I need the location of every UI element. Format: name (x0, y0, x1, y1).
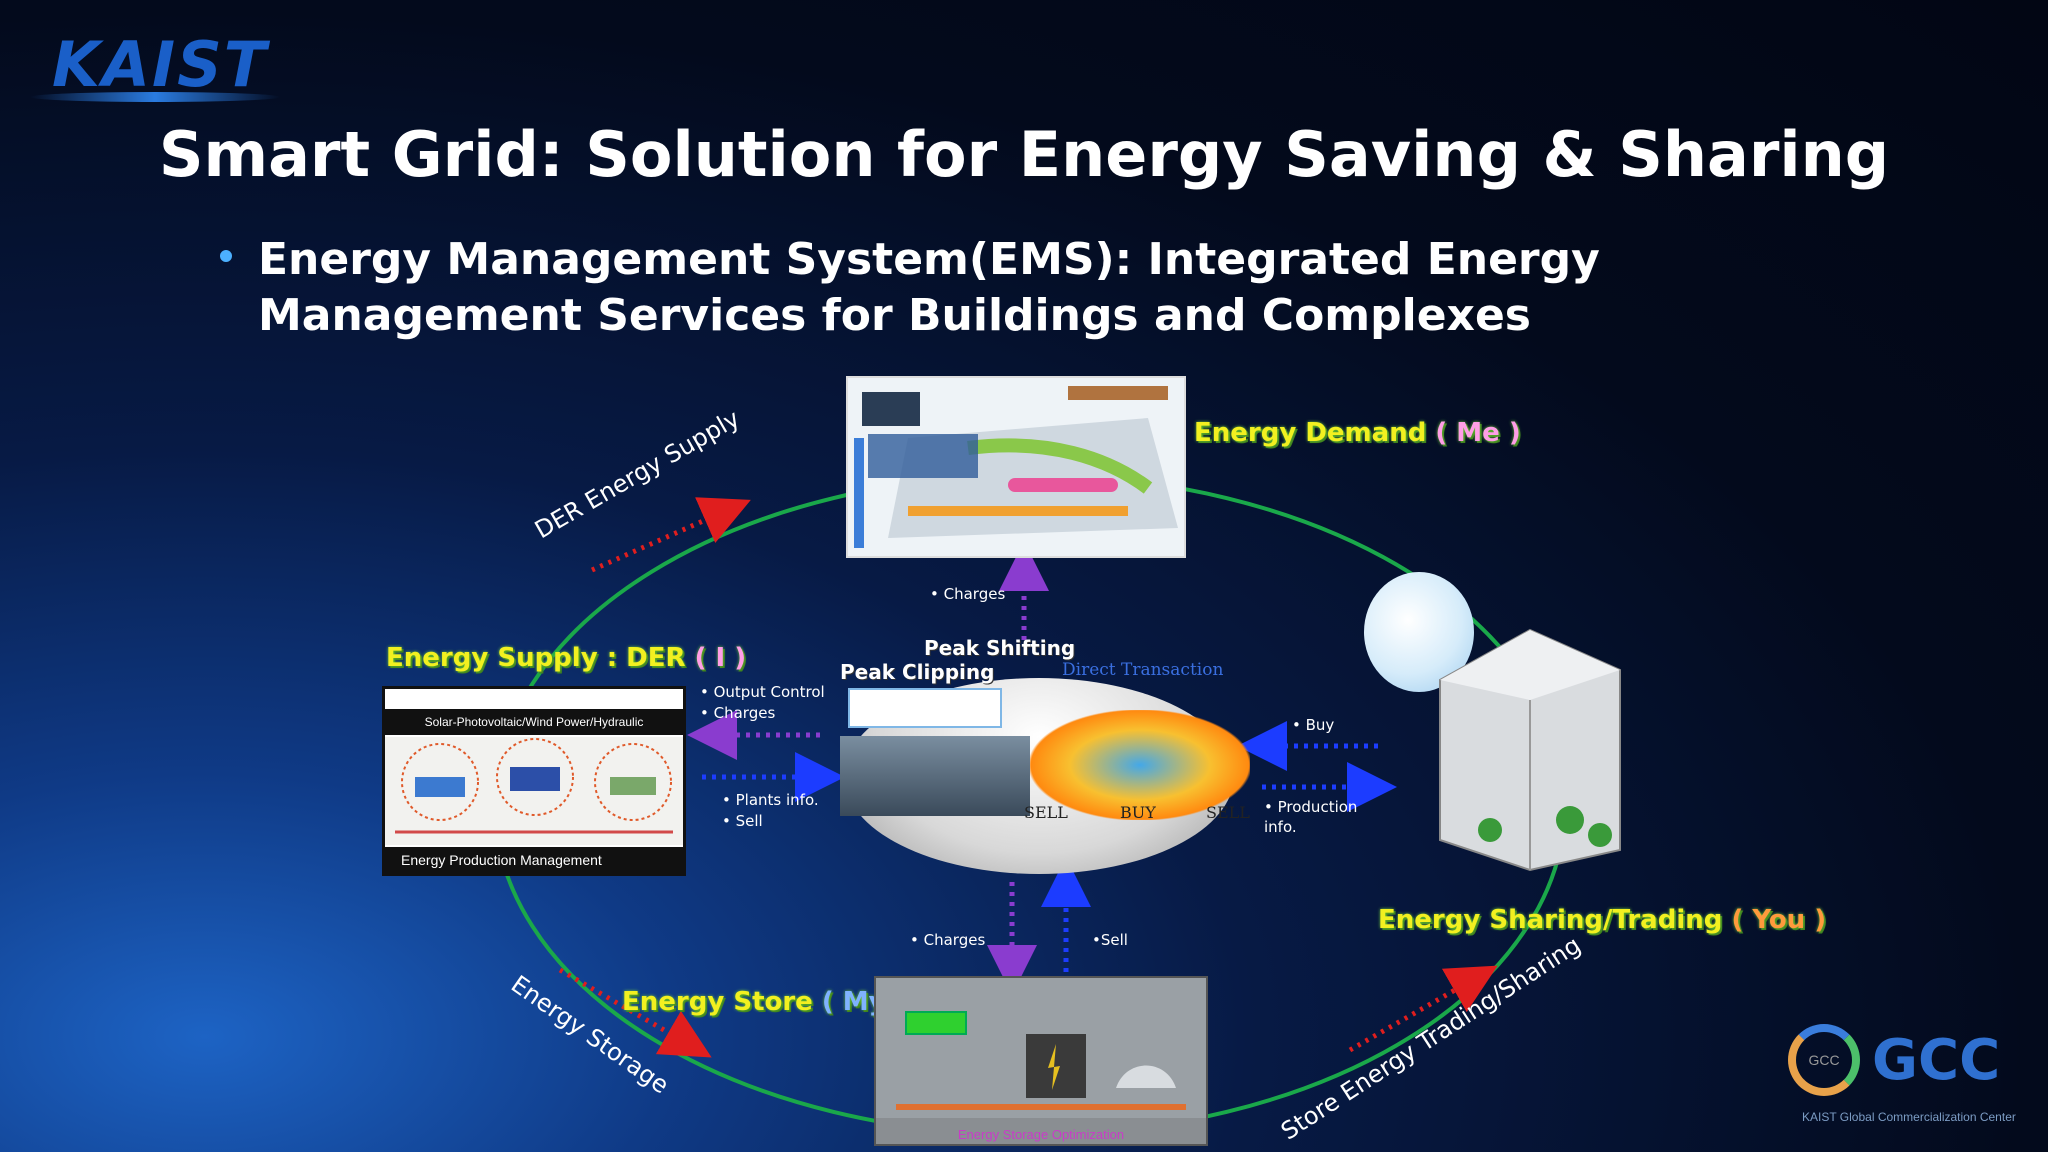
arrow-store-sharing (1348, 965, 1498, 1053)
note-buy: • Buy (1292, 716, 1335, 734)
hub-market (1030, 710, 1250, 820)
demand-label-paren: ( Me ) (1435, 418, 1521, 448)
smart-building-illustration (1439, 628, 1621, 872)
bullet-marker (220, 250, 232, 262)
der-illustration (385, 737, 683, 845)
sell-tag-1: SELL (1024, 803, 1068, 822)
note-left-sell: • Sell (722, 812, 763, 830)
logo-swoosh (30, 92, 280, 102)
store-label: Energy Store ( My ) (622, 987, 907, 1017)
note-top-charges: • Charges (930, 585, 1006, 603)
gcc-logo: GCC GCC KAIST Global Commercialization C… (1788, 1024, 2020, 1130)
sharing-label-paren: ( You ) (1731, 905, 1827, 935)
gcc-ring-icon: GCC (1788, 1024, 1860, 1096)
gcc-wordmark: GCC (1872, 1028, 2001, 1093)
peak-shifting: Peak Shifting (924, 636, 1076, 660)
note-production-2: info. (1264, 818, 1297, 836)
supply-label-text: Energy Supply : DER (386, 643, 686, 673)
note-bottom-sell: •Sell (1092, 931, 1128, 949)
note-bottom-charges: • Charges (910, 931, 986, 949)
demand-panel (846, 376, 1186, 558)
supply-panel-footer: Energy Production Management (385, 847, 683, 873)
hub-control-room (840, 736, 1030, 816)
note-output-control: • Output Control (700, 683, 825, 701)
note-production-1: • Production (1264, 798, 1358, 816)
supply-label-paren: ( I ) (694, 643, 747, 673)
peak-clipping: Peak Clipping (840, 660, 995, 684)
sell-tag-2: SELL (1206, 803, 1250, 822)
supply-label: Energy Supply : DER ( I ) (386, 643, 746, 673)
demand-label-text: Energy Demand (1194, 418, 1427, 448)
buy-tag: BUY (1120, 803, 1156, 822)
arrow-der-supply (590, 497, 751, 573)
store-panel: Energy Storage Optimization (874, 976, 1208, 1146)
direct-transaction: Direct Transaction (1062, 660, 1224, 680)
supply-panel-header: Solar-Photovoltaic/Wind Power/Hydraulic (385, 709, 683, 735)
slide-title: Smart Grid: Solution for Energy Saving &… (158, 118, 1890, 191)
gcc-org-name: KAIST Global Commercialization Center (1802, 1110, 2016, 1124)
bullet-text: Energy Management System(EMS): Integrate… (258, 234, 1600, 341)
store-label-text: Energy Store (622, 987, 813, 1017)
sharing-label: Energy Sharing/Trading ( You ) (1378, 905, 1826, 935)
kaist-logo: KAIST (52, 28, 269, 101)
note-left-charges: • Charges (700, 704, 776, 722)
home-network-illustration (848, 378, 1184, 556)
note-plants-info: • Plants info. (722, 791, 819, 809)
sharing-label-text: Energy Sharing/Trading (1378, 905, 1723, 935)
smart-building (1400, 620, 1660, 880)
supply-panel: Solar-Photovoltaic/Wind Power/Hydraulic … (382, 686, 686, 876)
demand-label: Energy Demand ( Me ) (1194, 418, 1521, 448)
storage-illustration (876, 978, 1206, 1118)
store-panel-footer: Energy Storage Optimization (957, 1127, 1125, 1142)
hub-display (848, 688, 1002, 728)
ems-hub (830, 650, 1260, 880)
